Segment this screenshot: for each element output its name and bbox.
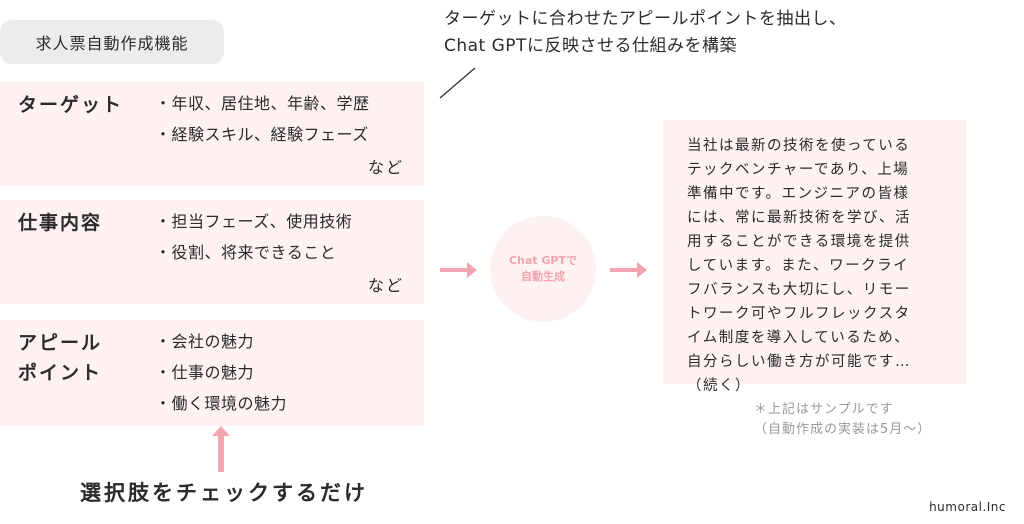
job-content-label: 仕事内容 bbox=[18, 212, 103, 234]
appeal-point-item: 会社の魅力 bbox=[155, 326, 287, 357]
callout-line-1: ターゲットに合わせたアピールポイントを抽出し、 bbox=[444, 9, 847, 29]
job-content-item: 担当フェーズ、使用技術 bbox=[155, 206, 352, 237]
callout-text: ターゲットに合わせたアピールポイントを抽出し、 Chat GPTに反映させる仕組… bbox=[444, 6, 847, 60]
caption: 選択肢をチェックするだけ bbox=[80, 481, 368, 505]
target-item: 年収、居住地、年齢、学歴 bbox=[155, 88, 370, 119]
job-content-item: 役割、将来できること bbox=[155, 237, 352, 268]
chatgpt-generate-circle: Chat GPTで 自動生成 bbox=[490, 216, 596, 322]
appeal-point-label: アピール ポイント bbox=[18, 332, 103, 384]
generator-line-2: 自動生成 bbox=[521, 270, 565, 283]
arrow-up-icon bbox=[212, 426, 230, 472]
arrow-right-icon bbox=[610, 262, 647, 278]
job-content-box: 仕事内容 担当フェーズ、使用技術 役割、将来できること など bbox=[0, 200, 424, 304]
job-content-etc: など bbox=[367, 276, 404, 295]
generator-line-1: Chat GPTで bbox=[508, 254, 577, 267]
generated-output-text: 当社は最新の技術を使っている テックベンチャーであり、上場 準備中です。エンジニ… bbox=[687, 138, 911, 394]
target-etc: など bbox=[367, 158, 404, 177]
job-content-items: 担当フェーズ、使用技術 役割、将来できること bbox=[155, 206, 352, 268]
target-item: 経験スキル、経験フェーズ bbox=[155, 119, 370, 150]
appeal-point-box: アピール ポイント 会社の魅力 仕事の魅力 働く環境の魅力 bbox=[0, 320, 424, 426]
company-name: humoral.Inc bbox=[929, 500, 1006, 514]
target-items: 年収、居住地、年齢、学歴 経験スキル、経験フェーズ bbox=[155, 88, 370, 150]
sample-note: ＊上記はサンプルです （自動作成の実装は5月～） bbox=[754, 400, 931, 440]
arrow-right-icon bbox=[440, 262, 477, 278]
appeal-point-item: 働く環境の魅力 bbox=[155, 388, 287, 419]
generated-output-box: 当社は最新の技術を使っている テックベンチャーであり、上場 準備中です。エンジニ… bbox=[663, 120, 966, 394]
appeal-point-item: 仕事の魅力 bbox=[155, 357, 287, 388]
appeal-point-items: 会社の魅力 仕事の魅力 働く環境の魅力 bbox=[155, 326, 287, 419]
target-label: ターゲット bbox=[18, 94, 124, 116]
sample-note-line-1: ＊上記はサンプルです bbox=[754, 402, 894, 417]
target-box: ターゲット 年収、居住地、年齢、学歴 経験スキル、経験フェーズ など bbox=[0, 82, 424, 186]
callout-line-2: Chat GPTに反映させる仕組みを構築 bbox=[444, 36, 737, 56]
sample-note-line-2: （自動作成の実装は5月～） bbox=[754, 422, 932, 437]
feature-title: 求人票自動作成機能 bbox=[0, 20, 224, 64]
